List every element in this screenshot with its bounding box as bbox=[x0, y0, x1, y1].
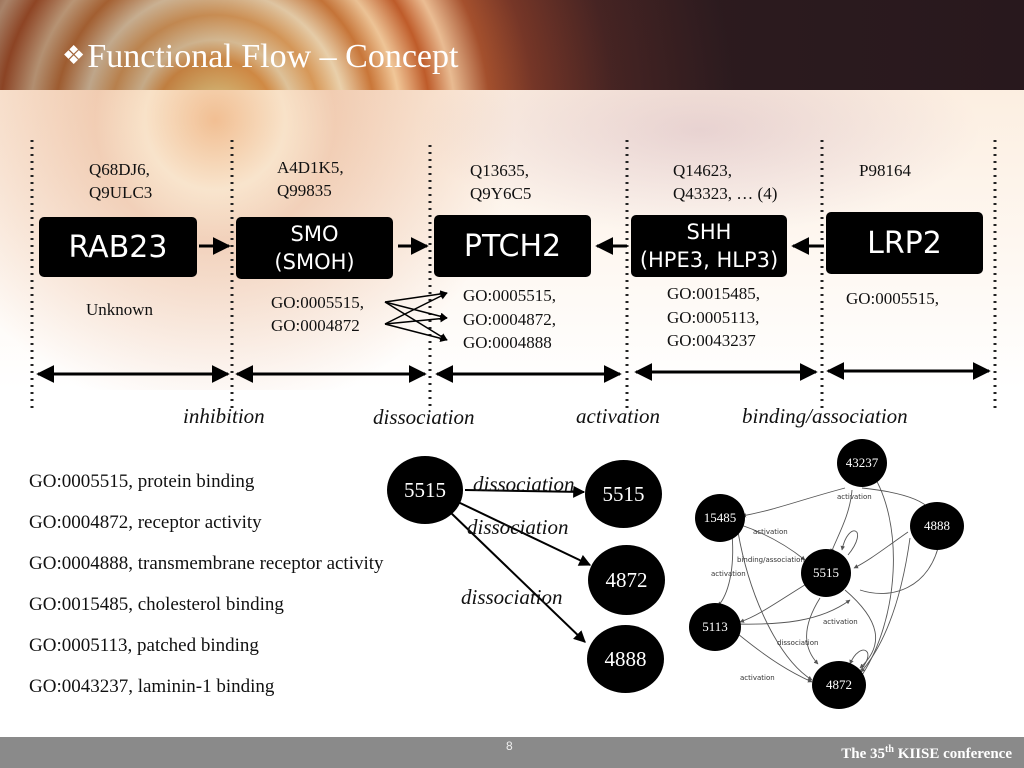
page-number: 8 bbox=[506, 739, 513, 753]
conference-suffix: KIISE conference bbox=[893, 746, 1012, 762]
go-term: GO:0043237 bbox=[667, 331, 756, 350]
edge-label: dissociation bbox=[473, 472, 575, 496]
network-node-4888: 4888 bbox=[910, 502, 964, 550]
footer-bar bbox=[0, 737, 1024, 768]
node-label: 5515 bbox=[602, 481, 645, 506]
edge-label: dissociation bbox=[467, 515, 569, 539]
network-node-5113: 5113 bbox=[689, 603, 741, 651]
network-edge-label: activation bbox=[823, 618, 858, 626]
node-label: 4888 bbox=[604, 646, 647, 671]
protein-box-shh: SHH (HPE3, HLP3) bbox=[631, 215, 787, 277]
protein-box-ptch2: PTCH2 bbox=[434, 215, 591, 277]
network-node-5515: 5515 bbox=[801, 549, 851, 597]
go-term: GO:0015485, bbox=[667, 284, 761, 303]
network-edge-label: dissociation bbox=[777, 639, 819, 647]
protein-id: Q9Y6C5 bbox=[470, 184, 532, 203]
go-term: GO:0004872, bbox=[463, 310, 557, 329]
dissociation-arrows bbox=[449, 485, 592, 643]
edge-label: dissociation bbox=[461, 585, 563, 609]
protein-id: Q13635, bbox=[470, 161, 530, 180]
protein-id: Q9ULC3 bbox=[89, 183, 153, 202]
legend-item: GO:0005113, patched binding bbox=[29, 635, 259, 656]
legend-item: GO:0015485, cholesterol binding bbox=[29, 594, 284, 615]
protein-name: RAB23 bbox=[68, 229, 168, 265]
column-separators bbox=[30, 140, 997, 410]
go-node-5515-target: 5515 bbox=[585, 460, 662, 528]
legend-item: GO:0004888, transmembrane receptor activ… bbox=[29, 553, 384, 574]
span-arrows bbox=[36, 362, 991, 383]
relation-label: activation bbox=[576, 404, 660, 428]
network-edge-label: activation bbox=[740, 674, 775, 682]
go-node-4872: 4872 bbox=[588, 545, 665, 615]
network-edge-label: activation bbox=[711, 570, 746, 578]
node-label: 5515 bbox=[404, 477, 446, 502]
node-label: 4872 bbox=[826, 677, 852, 692]
go-term: GO:0005515, bbox=[846, 289, 940, 308]
network-node-15485: 15485 bbox=[695, 494, 745, 542]
node-label: 5113 bbox=[702, 619, 728, 634]
protein-alias: (SMOH) bbox=[274, 250, 355, 274]
node-label: 15485 bbox=[703, 510, 737, 525]
slide-title-text: Functional Flow – Concept bbox=[87, 38, 459, 75]
protein-box-lrp2: LRP2 bbox=[826, 212, 983, 274]
network-node-43237: 43237 bbox=[837, 439, 887, 487]
bullet-icon: ❖ bbox=[62, 41, 86, 70]
go-term: GO:0005515, bbox=[463, 286, 557, 305]
node-label: 5515 bbox=[813, 565, 839, 580]
go-node-4888: 4888 bbox=[587, 625, 664, 693]
protein-name: LRP2 bbox=[867, 225, 942, 261]
node-label: 43237 bbox=[845, 455, 879, 470]
legend-item: GO:0004872, receptor activity bbox=[29, 512, 262, 533]
go-term: GO:0004888 bbox=[463, 333, 552, 352]
protein-id: Q43323, … (4) bbox=[673, 184, 778, 203]
conference-sup: th bbox=[885, 744, 894, 755]
protein-box-smo: SMO (SMOH) bbox=[236, 217, 393, 279]
protein-id: Q68DJ6, bbox=[89, 160, 150, 179]
network-edge-label: activation bbox=[837, 493, 872, 501]
protein-alias: (HPE3, HLP3) bbox=[639, 248, 779, 272]
conference-prefix: The 35 bbox=[841, 746, 886, 762]
go-mapping-arrows bbox=[384, 290, 448, 342]
go-term: GO:0005113, bbox=[667, 308, 760, 327]
relation-label: inhibition bbox=[183, 404, 265, 428]
network-edge-label: binding/association bbox=[737, 556, 805, 564]
node-label: 4872 bbox=[605, 567, 648, 592]
go-term: Unknown bbox=[86, 300, 154, 319]
legend-item: GO:0043237, laminin-1 binding bbox=[29, 676, 275, 697]
legend-item: GO:0005515, protein binding bbox=[29, 471, 255, 492]
go-term: GO:0004872 bbox=[271, 316, 360, 335]
protein-name: SMO bbox=[290, 222, 339, 246]
title-banner bbox=[0, 0, 1024, 90]
protein-id: P98164 bbox=[859, 161, 911, 180]
protein-box-rab23: RAB23 bbox=[39, 217, 197, 277]
protein-id: Q14623, bbox=[673, 161, 733, 180]
protein-id: Q99835 bbox=[277, 181, 332, 200]
slide-title: ❖Functional Flow – Concept bbox=[62, 38, 458, 76]
go-node-5515-source: 5515 bbox=[387, 456, 463, 524]
relation-label: dissociation bbox=[373, 405, 475, 429]
conference-label: The 35th KIISE conference bbox=[841, 744, 1012, 763]
protein-name: PTCH2 bbox=[463, 228, 562, 264]
network-node-4872: 4872 bbox=[812, 661, 866, 709]
node-label: 4888 bbox=[924, 518, 950, 533]
protein-name: SHH bbox=[686, 220, 732, 244]
go-legend: GO:0005515, protein binding GO:0004872, … bbox=[29, 466, 384, 712]
network-edges bbox=[717, 469, 942, 683]
relation-label: binding/association bbox=[742, 404, 908, 428]
protein-id: A4D1K5, bbox=[277, 158, 344, 177]
network-edge-label: activation bbox=[753, 528, 788, 536]
go-term: GO:0005515, bbox=[271, 293, 365, 312]
